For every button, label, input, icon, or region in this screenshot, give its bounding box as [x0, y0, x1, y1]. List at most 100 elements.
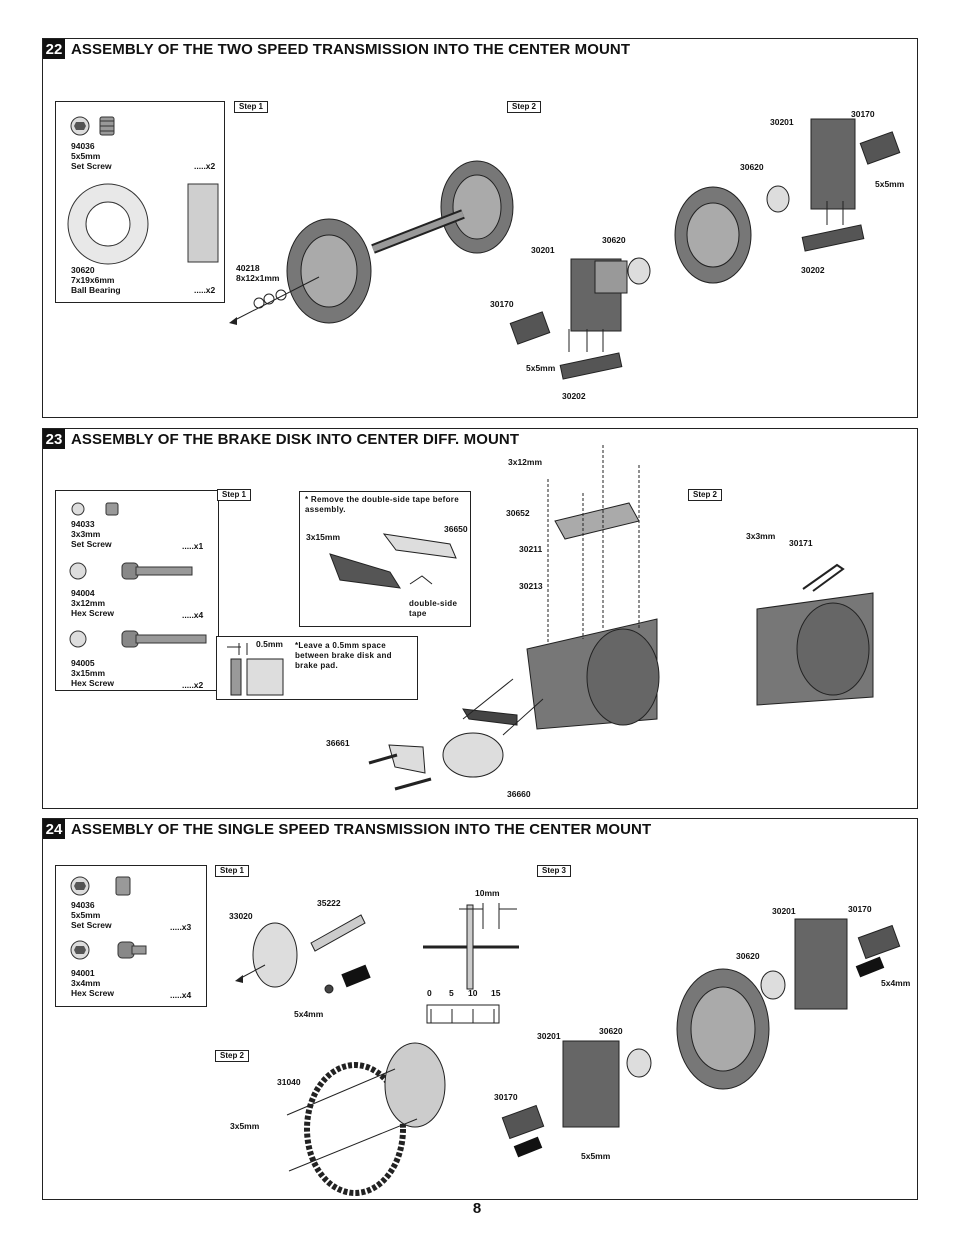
section-22: 22 ASSEMBLY OF THE TWO SPEED TRANSMISSIO… [42, 38, 918, 418]
section-22-header: 22 ASSEMBLY OF THE TWO SPEED TRANSMISSIO… [43, 39, 630, 59]
parts-list-24: 94036 5x5mm Set Screw .....x3 94001 3x4m… [55, 865, 207, 1007]
part-30620-qty: .....x2 [194, 285, 216, 295]
part-94001-qty: .....x4 [170, 990, 192, 1000]
ruler-tick-15: 15 [491, 988, 501, 998]
label-3x5mm: 3x5mm [230, 1121, 260, 1131]
label-30201-a: 30201 [770, 117, 794, 127]
section-24-number: 24 [43, 819, 65, 839]
part-30620-size: 7x19x6mm [71, 275, 115, 285]
part-94004-qty: .....x4 [182, 610, 204, 620]
part-94033-name: Set Screw [71, 539, 112, 549]
parts-24-art [70, 876, 147, 960]
label-3x3mm: 3x3mm [746, 531, 776, 541]
gap-detail-box [216, 636, 418, 700]
label-5x5mm-c: 5x5mm [581, 1151, 611, 1161]
label-3x15mm: 36661 [326, 738, 350, 748]
part-94004-size: 3x12mm [71, 598, 106, 608]
section-23: 23 ASSEMBLY OF THE BRAKE DISK INTO CENTE… [42, 428, 918, 809]
part-94033-code: 94033 [71, 519, 95, 529]
step-2-tag-24: Step 2 [215, 1050, 250, 1062]
part-94005-size: 3x15mm [71, 668, 106, 678]
step-2-tag-23: Step 2 [688, 489, 723, 501]
label-30201-c: 30201 [772, 906, 796, 916]
transmission-22-diagram [229, 118, 901, 380]
section-23-title: ASSEMBLY OF THE BRAKE DISK INTO CENTER D… [71, 430, 520, 448]
part-94005-name: Hex Screw [71, 678, 114, 688]
label-40218: 40218 [236, 263, 260, 273]
label-31040: 31040 [277, 1077, 301, 1087]
part-94036-name: Set Screw [71, 161, 112, 171]
label-30201-b: 30201 [531, 245, 555, 255]
step-2-tag-22: Step 2 [507, 101, 542, 113]
label-30620-b: 30620 [602, 235, 626, 245]
section-23-header: 23 ASSEMBLY OF THE BRAKE DISK INTO CENTE… [43, 429, 519, 449]
part-94004-code: 94004 [71, 588, 95, 598]
label-30620-a: 30620 [740, 162, 764, 172]
label-5x4mm-b: 5x4mm [881, 978, 911, 988]
label-36660: 36650 [444, 524, 468, 534]
label-30620-d: 30620 [599, 1026, 623, 1036]
gap-label: 0.5mm [256, 639, 283, 649]
part-94001-size: 3x4mm [71, 978, 101, 988]
label-30211: 30211 [519, 544, 543, 554]
page-number: 8 [472, 1200, 482, 1217]
part-94005-code: 94005 [71, 658, 95, 668]
parts-list-22: 94036 5x5mm Set Screw .....x2 30620 7x19… [55, 101, 225, 303]
label-35222: 35222 [317, 898, 341, 908]
tape-detail-box [299, 491, 471, 627]
label-36650: 36660 [507, 789, 531, 799]
section-24: 24 ASSEMBLY OF THE SINGLE SPEED TRANSMIS… [42, 818, 918, 1200]
label-30213: 30213 [519, 581, 543, 591]
label-30170-b: 30170 [490, 299, 514, 309]
label-36661: 3x15mm [306, 532, 341, 542]
section-22-number: 22 [43, 39, 65, 59]
part-94036-size: 5x5mm [71, 151, 101, 161]
gap-art [227, 643, 284, 696]
step-1-tag-24: Step 1 [215, 865, 250, 877]
ruler-tick-5: 5 [449, 988, 454, 998]
section-24-header: 24 ASSEMBLY OF THE SINGLE SPEED TRANSMIS… [43, 819, 651, 839]
part-94036-24-qty: .....x3 [170, 922, 192, 932]
tape-note: * Remove the double-side tape before ass… [305, 495, 459, 514]
section-22-title: ASSEMBLY OF THE TWO SPEED TRANSMISSION I… [71, 40, 631, 58]
brake-pad-art [329, 533, 457, 589]
part-94004-name: Hex Screw [71, 608, 114, 618]
section-23-number: 23 [43, 429, 65, 449]
parts-23-art [69, 502, 207, 648]
part-94036-24-code: 94036 [71, 900, 95, 910]
label-5x4mm-a: 5x4mm [294, 1009, 324, 1019]
label-5x5mm-a: 5x5mm [875, 179, 905, 189]
label-5x5mm-b: 5x5mm [526, 363, 556, 373]
label-30201-d: 30201 [537, 1031, 561, 1041]
step-3-tag-24: Step 3 [537, 865, 572, 877]
part-94033-size: 3x3mm [71, 529, 101, 539]
part-30620-name: Ball Bearing [71, 285, 121, 295]
label-8x12x1mm: 8x12x1mm [236, 273, 280, 283]
ruler-tick-10: 10 [468, 988, 478, 998]
step-1-tag-22: Step 1 [234, 101, 269, 113]
gap-note: *Leave a 0.5mm space between brake disk … [295, 641, 392, 670]
tape-label: double-side tape [409, 599, 458, 618]
label-30170-d: 30170 [494, 1092, 518, 1102]
part-94036-qty: .....x2 [194, 161, 216, 171]
label-33020: 33020 [229, 911, 253, 921]
part-94036-24-name: Set Screw [71, 920, 112, 930]
parts-list-23: 94033 3x3mm Set Screw .....x1 94004 3x12… [55, 490, 219, 691]
part-94001-name: Hex Screw [71, 988, 114, 998]
brake-disk-diagram [368, 445, 874, 791]
part-94001-code: 94001 [71, 968, 95, 978]
part-94033-qty: .....x1 [182, 541, 204, 551]
section-24-title: ASSEMBLY OF THE SINGLE SPEED TRANSMISSIO… [71, 820, 652, 838]
part-94005-qty: .....x2 [182, 680, 204, 690]
label-30170-a: 30170 [851, 109, 875, 119]
step-1-tag-23: Step 1 [217, 489, 252, 501]
label-30202-a: 30202 [801, 265, 825, 275]
part-94036-24-size: 5x5mm [71, 910, 101, 920]
ruler-measure: 10mm [475, 888, 500, 898]
part-94036-code: 94036 [71, 141, 95, 151]
label-30171: 30171 [789, 538, 813, 548]
label-30620-c: 30620 [736, 951, 760, 961]
label-30652: 30652 [506, 508, 530, 518]
label-30170-c: 30170 [848, 904, 872, 914]
label-30202-b: 30202 [562, 391, 586, 401]
